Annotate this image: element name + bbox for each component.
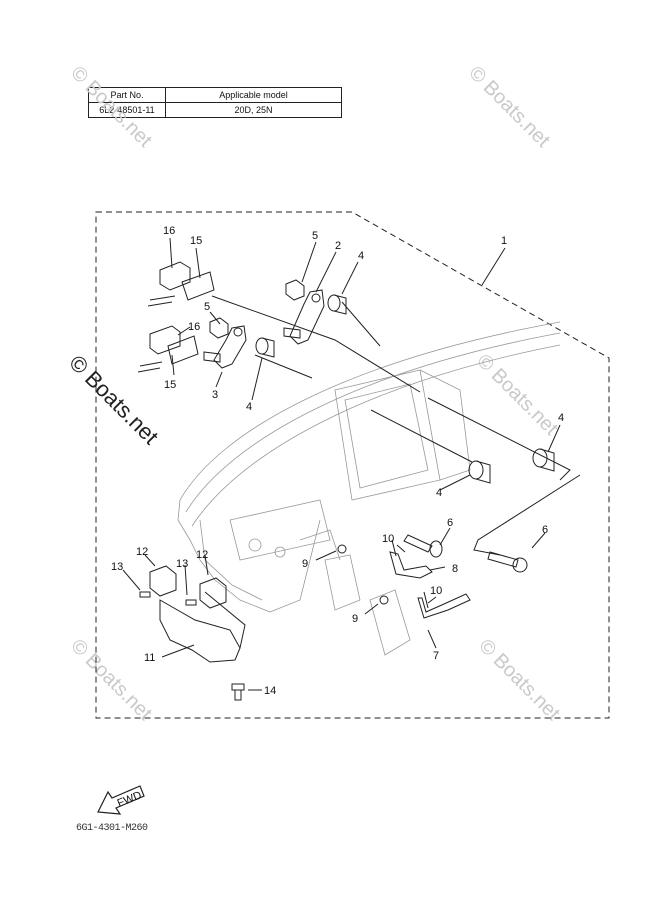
pin-upper (391, 539, 397, 557)
engine-outline (177, 321, 561, 656)
rods (403, 534, 528, 573)
callout-4: 4 (558, 412, 564, 424)
parts-table: Part No. Applicable model 6L2-48501-11 2… (88, 87, 342, 118)
nut-lower (209, 317, 229, 339)
callout-16: 16 (163, 225, 175, 237)
link-lower (417, 593, 471, 619)
callout-15: 15 (190, 235, 202, 247)
callout-6: 6 (447, 517, 453, 529)
lever-lower (213, 325, 247, 369)
callout-9: 9 (302, 558, 308, 570)
clip-holder-lower (137, 325, 199, 373)
callout-10: 10 (382, 533, 394, 545)
callout-9: 9 (352, 613, 358, 625)
table-header-row: Part No. Applicable model (88, 87, 342, 103)
callout-5: 5 (312, 230, 318, 242)
holder-right (199, 577, 227, 609)
diagram-code: 6G1-4301-M260 (76, 823, 148, 834)
assembly-boundary (95, 211, 610, 719)
bolt (231, 683, 245, 701)
callout-13: 13 (111, 561, 123, 573)
callout-5: 5 (204, 301, 210, 313)
callout-12: 12 (136, 546, 148, 558)
callout-4: 4 (436, 487, 442, 499)
cell-applicable-model: 20D, 25N (165, 102, 342, 118)
holder-left (149, 565, 177, 597)
nut-upper (285, 279, 305, 301)
callout-11: 11 (144, 652, 155, 664)
bushings (255, 294, 555, 484)
pin-13-left (139, 591, 151, 598)
table-row: 6L2-48501-11 20D, 25N (88, 102, 342, 118)
clip-holder-upper (147, 261, 215, 307)
callout-7: 7 (433, 650, 439, 662)
callout-8: 8 (452, 563, 458, 575)
callout-4: 4 (358, 250, 364, 262)
fwd-label: FWD (116, 789, 144, 810)
washer-lower (379, 595, 389, 605)
cell-part-no: 6L2-48501-11 (88, 102, 166, 118)
link-upper (389, 551, 433, 579)
callout-2: 2 (335, 240, 341, 252)
callout-14: 14 (264, 685, 276, 697)
callout-16: 16 (188, 321, 200, 333)
callout-12: 12 (196, 549, 208, 561)
callout-10: 10 (430, 585, 442, 597)
bracket (159, 599, 241, 663)
callout-13: 13 (176, 558, 188, 570)
callout-3: 3 (212, 389, 218, 401)
pin-13-right (185, 599, 197, 606)
callout-4: 4 (246, 401, 252, 413)
callout-15: 15 (164, 379, 176, 391)
callout-1: 1 (501, 235, 507, 247)
lever-upper (289, 289, 325, 345)
callouts: 1 2 3 4 4 4 4 5 5 6 6 7 8 9 9 10 10 11 1… (111, 225, 564, 697)
callout-6: 6 (542, 524, 548, 536)
fwd-arrow-icon (97, 785, 145, 815)
pin-lower (423, 591, 429, 609)
washer-upper (337, 544, 347, 554)
leader-lines (122, 237, 581, 691)
